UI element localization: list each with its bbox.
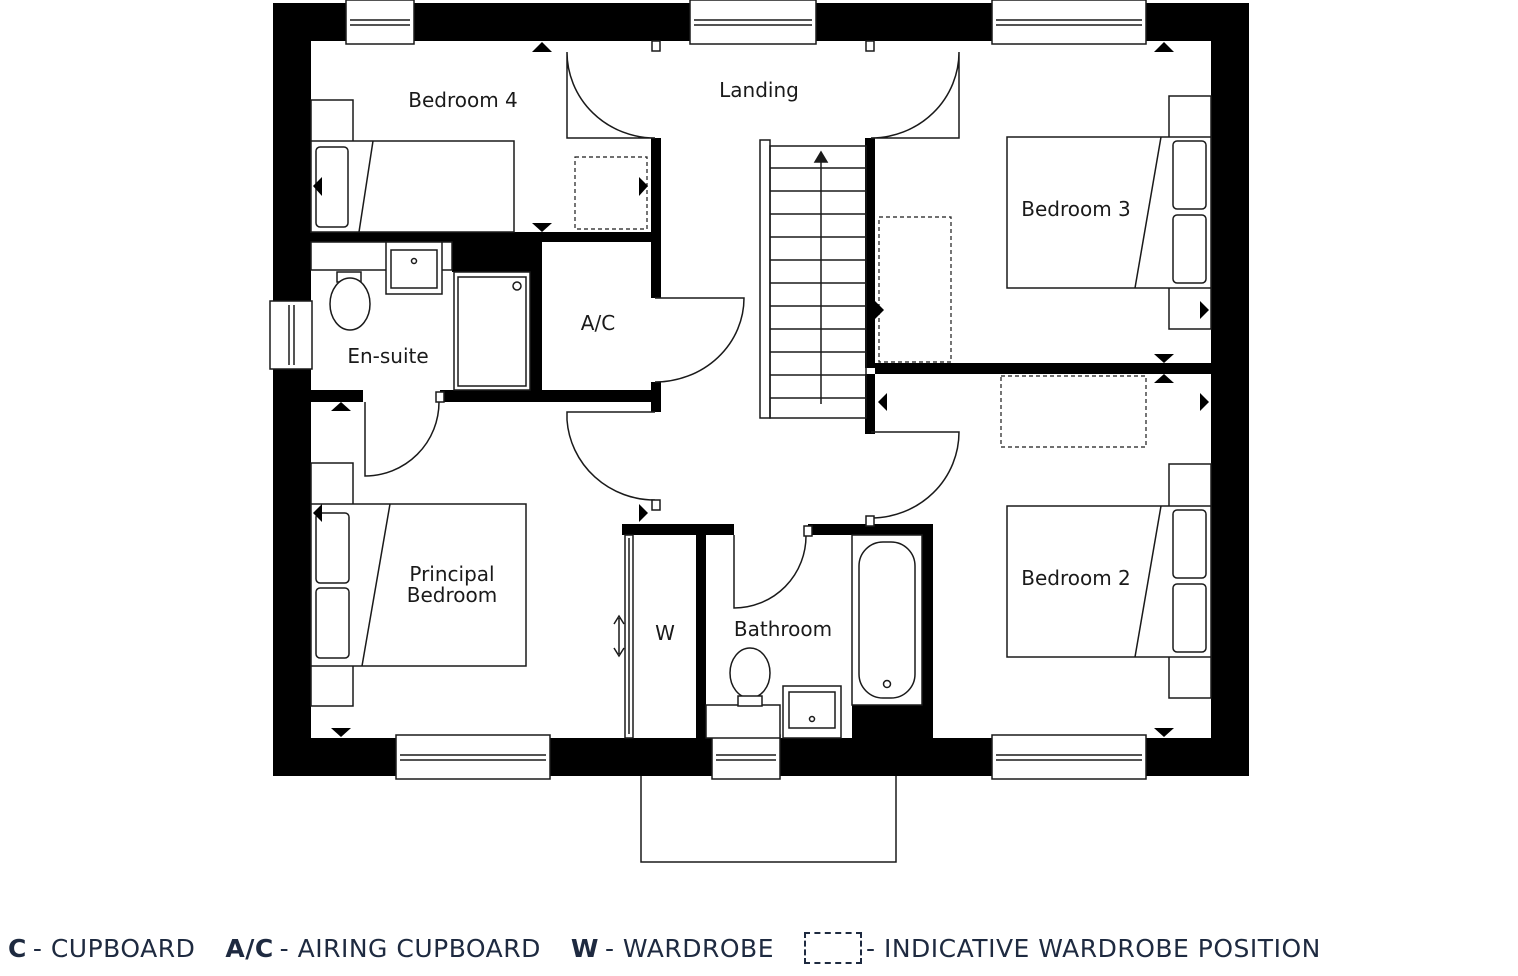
- door-ensuite: [364, 401, 440, 477]
- wall-landing-right-top: [865, 138, 875, 368]
- door-bed2: [870, 431, 960, 519]
- window-bed2: [991, 734, 1147, 780]
- window-bed3: [991, 0, 1147, 45]
- door-jamb-bath: [803, 525, 813, 537]
- bed-bedroom2: [1006, 463, 1212, 699]
- bed-bedroom4: [310, 99, 515, 233]
- ensuite-fixtures: [310, 241, 531, 391]
- door-bed4: [566, 51, 656, 139]
- markers: [313, 42, 1209, 737]
- window-principal: [395, 734, 551, 780]
- legend-key: A/C: [225, 933, 274, 963]
- door-jamb-bed2: [865, 515, 875, 527]
- wall-ac-left: [530, 242, 542, 394]
- indicative-wardrobe-bed2: [1000, 375, 1147, 448]
- bed-bedroom3: [1006, 95, 1212, 330]
- label-bedroom4: Bedroom 4: [408, 88, 518, 112]
- staircase: [759, 139, 867, 419]
- windows: [269, 0, 1147, 780]
- bed-principal: [310, 462, 527, 707]
- legend-item-airing-cupboard: A/C - AIRING CUPBOARD: [225, 934, 541, 963]
- legend-item-wardrobe: W - WARDROBE: [571, 934, 774, 963]
- wall-wardrobe-bath-divider: [696, 524, 706, 738]
- outer-wall-left: [273, 3, 311, 776]
- window-ensuite: [269, 300, 313, 370]
- wall-bath-right: [922, 524, 933, 738]
- wall-bath-top: [808, 524, 932, 535]
- label-airing-cupboard: A/C: [581, 311, 615, 335]
- door-jamb-ensuite: [435, 391, 445, 403]
- wall-bed4-right: [651, 138, 661, 298]
- label-wardrobe: W: [655, 621, 675, 645]
- dashed-box-icon: [804, 932, 863, 964]
- door-airing: [654, 297, 745, 383]
- floor-plan: Bedroom 4 Landing Bedroom 3 En-suite A/C…: [269, 0, 1249, 863]
- outer-wall-right: [1211, 3, 1249, 776]
- door-jamb-bed3: [865, 40, 875, 52]
- legend-key: W: [570, 933, 599, 963]
- door-bathroom: [733, 534, 807, 609]
- window-landing: [689, 0, 817, 45]
- window-bathroom: [711, 734, 781, 780]
- wall-ensuite-bottom: [440, 390, 661, 402]
- label-ensuite: En-suite: [347, 344, 428, 368]
- legend-item-indicative-wardrobe: - INDICATIVE WARDROBE POSITION: [804, 932, 1321, 964]
- legend-text: - WARDROBE: [604, 933, 775, 963]
- label-landing: Landing: [719, 78, 799, 102]
- legend-text: - AIRING CUPBOARD: [279, 933, 541, 963]
- wall-landing-right-low: [865, 374, 875, 434]
- legend-text: - CUPBOARD: [32, 933, 196, 963]
- wardrobe-w: [613, 534, 634, 739]
- wall-ensuite-bottom-left: [311, 390, 363, 402]
- wall-bed3-bottom: [875, 363, 1211, 374]
- wall-ensuite-shower-block: [452, 242, 542, 272]
- bathroom-fixtures: [705, 534, 923, 739]
- legend: C - CUPBOARD A/C - AIRING CUPBOARD W - W…: [8, 926, 1518, 970]
- label-bathroom: Bathroom: [734, 617, 832, 641]
- room-labels: Bedroom 4 Landing Bedroom 3 En-suite A/C…: [347, 78, 1130, 645]
- legend-item-cupboard: C - CUPBOARD: [8, 934, 195, 963]
- indicative-wardrobes: [574, 156, 1147, 448]
- wall-bed4-bottom: [311, 232, 661, 242]
- window-bed4: [345, 0, 415, 45]
- door-jamb-bed4: [651, 40, 661, 52]
- furniture: [310, 95, 1212, 739]
- indicative-wardrobe-bed4: [574, 156, 648, 230]
- label-bedroom3: Bedroom 3: [1021, 197, 1131, 221]
- label-bedroom2: Bedroom 2: [1021, 566, 1131, 590]
- wall-wardrobe-top: [622, 524, 734, 535]
- door-principal: [566, 411, 656, 501]
- door-jamb-principal: [651, 499, 661, 511]
- legend-key: C: [8, 933, 27, 963]
- doors: [364, 40, 960, 609]
- label-principal-1: Principal: [409, 562, 494, 586]
- wall-bath-bottom-block: [852, 705, 932, 738]
- legend-text: - INDICATIVE WARDROBE POSITION: [866, 933, 1321, 963]
- indicative-wardrobe-bed3: [878, 216, 952, 363]
- door-bed3: [870, 51, 960, 139]
- porch-canopy: [640, 776, 897, 863]
- label-principal-2: Bedroom: [407, 583, 497, 607]
